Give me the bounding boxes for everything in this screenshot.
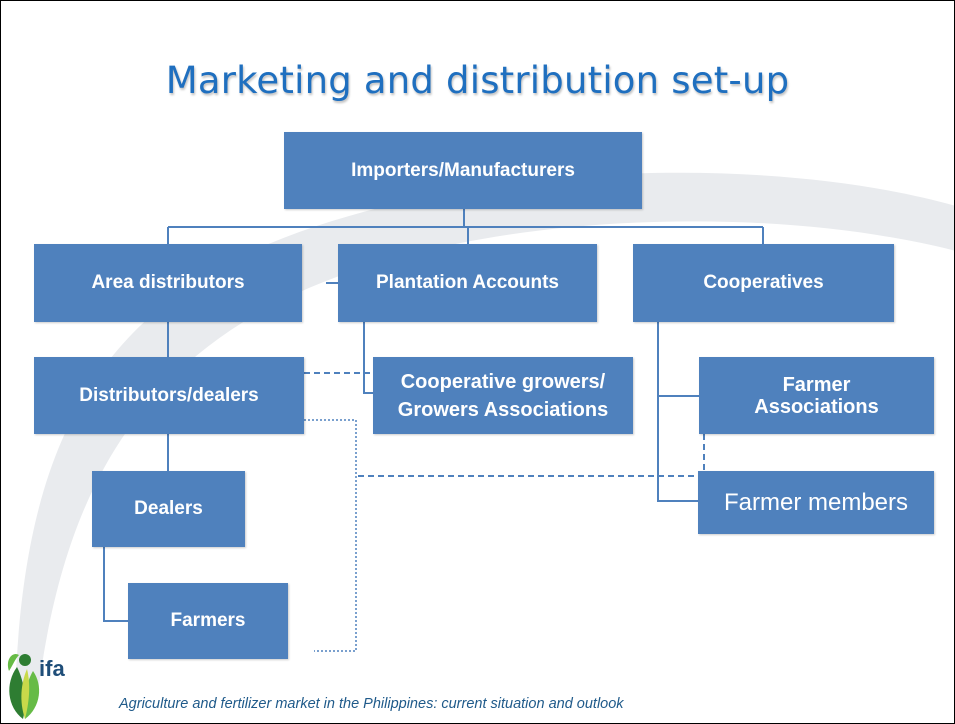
importers-manufacturers-box: Importers/Manufacturers [284,132,642,209]
farmers-box: Farmers [128,583,288,659]
farmer-members-box: Farmer members [698,471,934,534]
cooperative-growers-line1: Cooperative growers/ [400,370,606,393]
cooperatives-box: Cooperatives [633,244,894,322]
ifa-logo-text: ifa [39,656,65,681]
slide-title: Marketing and distribution set-up [165,59,790,102]
cooperative-growers-line2: Growers Associations [397,398,609,421]
dealers-box: Dealers [92,471,245,547]
distributors-dealers-box: Distributors/dealers [34,357,304,434]
cooperative-growers-box: Cooperative growers/ Growers Association… [373,357,633,434]
plantation-accounts-box: Plantation Accounts [338,244,597,322]
area-distributors-box: Area distributors [34,244,302,322]
farmer-associations-line1: Farmer [782,373,851,396]
farmer-associations-box: Farmer Associations [699,357,934,434]
farmer-associations-line2: Associations [754,395,879,418]
ifa-leaf-logo-icon [7,653,40,719]
footer-caption: Agriculture and fertilizer market in the… [119,696,624,712]
